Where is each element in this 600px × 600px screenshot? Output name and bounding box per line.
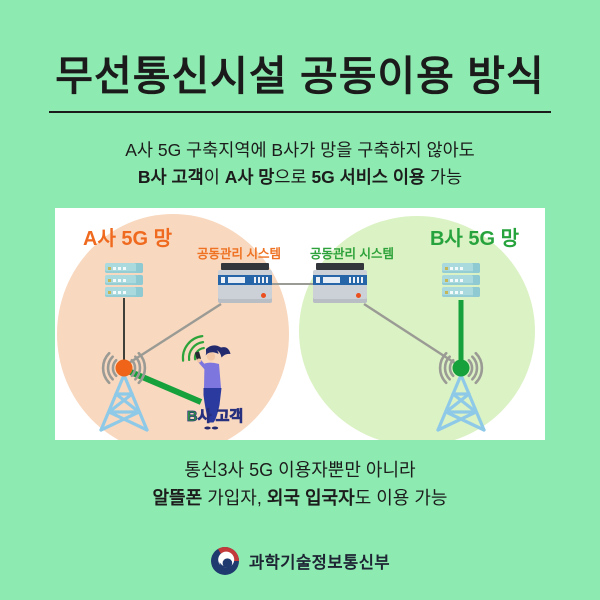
subtitle-line-2: B사 고객이 A사 망으로 5G 서비스 이용 가능	[0, 164, 600, 191]
mgmt-system-a-label: 공동관리 시스템	[197, 247, 281, 261]
subtitle-text: 이	[203, 167, 225, 187]
network-switch-icon	[218, 263, 272, 303]
tower-a-node	[115, 359, 133, 377]
signal-waves-icon	[101, 351, 147, 385]
link-switch-b-to-tower-b	[363, 302, 459, 367]
status-led	[356, 293, 361, 298]
subtitle-bold-a-network: A사 망	[224, 167, 275, 187]
header: 무선통신시설 공동이용 방식	[0, 42, 600, 113]
network-switch-icon	[313, 263, 367, 303]
ministry-name: 과학기술정보통신부	[248, 554, 391, 572]
network-b-label: B사 5G 망	[429, 228, 519, 250]
network-b-zone	[299, 216, 535, 440]
subtitle-text: 가능	[425, 167, 463, 187]
network-a-zone	[57, 214, 289, 440]
note-bold-mvno: 알뜰폰	[152, 488, 203, 508]
subtitle-line-1: A사 5G 구축지역에 B사가 망을 구축하지 않아도	[125, 140, 475, 160]
note-text: 가입자,	[202, 488, 267, 508]
note-line-1: 통신3사 5G 이용자뿐만 아니라	[184, 460, 416, 480]
tower-b-node	[452, 359, 470, 377]
signal-waves-icon	[438, 351, 484, 385]
note-line-2: 알뜰폰 가입자, 외국 입국자도 이용 가능	[0, 484, 600, 512]
server-rack-icon	[442, 263, 480, 299]
subtitle-text: 으로	[274, 167, 312, 187]
network-diagram	[99, 283, 486, 432]
note-bold-foreign-visitors: 외국 입국자	[266, 488, 355, 508]
server-rack-icon	[105, 263, 143, 299]
customer-label: B사 고객	[186, 408, 244, 426]
radio-tower-icon	[99, 373, 149, 432]
footer: 과학기술정보통신부	[0, 546, 600, 576]
page-title: 무선통신시설 공동이용 방식	[49, 42, 551, 113]
network-a-label: A사 5G 망	[83, 228, 173, 250]
subtitle-bold-b-customer: B사 고객	[137, 167, 204, 187]
subtitle: A사 5G 구축지역에 B사가 망을 구축하지 않아도 B사 고객이 A사 망으…	[0, 137, 600, 191]
korea-government-emblem-icon	[210, 547, 239, 575]
subtitle-bold-5g-service: 5G 서비스 이용	[311, 167, 426, 187]
phone-icon	[195, 351, 201, 361]
status-led	[261, 293, 266, 298]
phone-signal-waves-icon	[181, 335, 205, 362]
bottom-note: 통신3사 5G 이용자뿐만 아니라 알뜰폰 가입자, 외국 입국자도 이용 가능	[0, 456, 600, 512]
radio-tower-icon	[436, 373, 486, 432]
note-text: 도 이용 가능	[354, 488, 448, 508]
network-diagram-panel: A사 5G 망 B사 5G 망 공동관리 시스템 공동관리 시스템 B사 고객	[55, 208, 545, 440]
mgmt-system-b-label: 공동관리 시스템	[310, 247, 394, 261]
person-with-phone-figure	[195, 345, 231, 430]
